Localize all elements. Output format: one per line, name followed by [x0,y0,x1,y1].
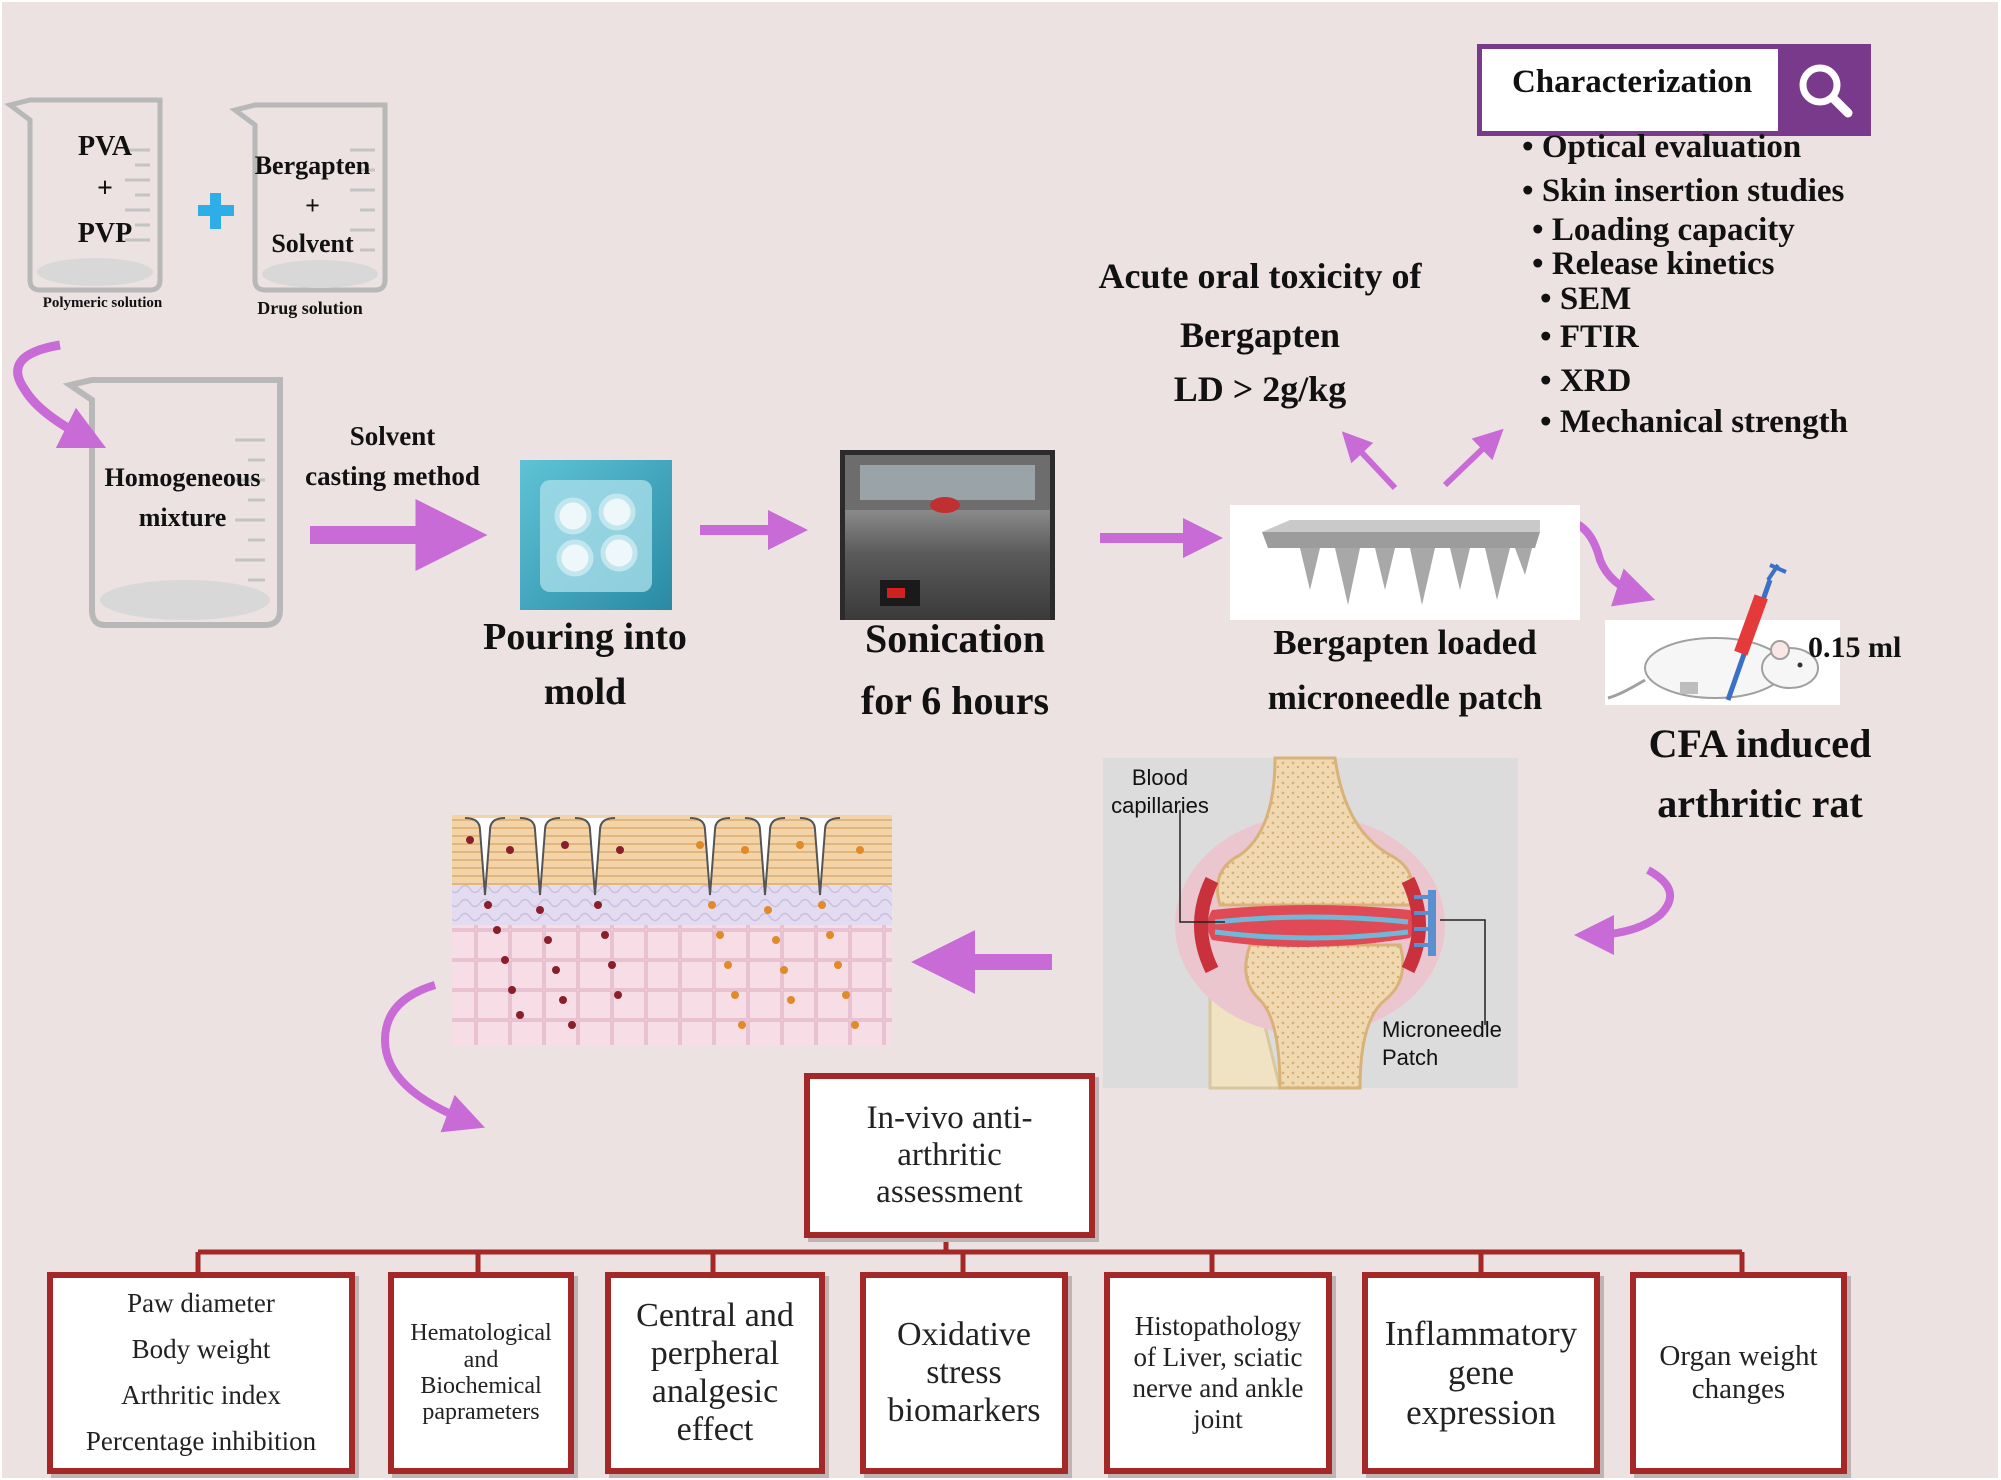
outcome-organ-2: changes [1691,1373,1786,1405]
char-item-3: • Loading capacity [1532,212,1795,248]
characterization-title: Characterization [1511,64,1753,100]
patch-line1: Bergapten loaded [1273,623,1537,662]
outcome-hema-2: and [463,1346,499,1373]
toxicity-line3: LD > 2g/kg [1173,369,1347,409]
outcome-oxidative-1: Oxidative [896,1315,1032,1353]
char-item-2: • Skin insertion studies [1522,173,1845,209]
outcome-hema-box: Hematological and Biochemical paprameter… [388,1272,574,1474]
outcome-paw-1: Paw diameter [127,1288,275,1319]
polymer-line3: PVP [77,218,133,249]
outcome-gene-2: gene [1447,1353,1515,1393]
outcome-oxidative-box: Oxidative stress biomarkers [860,1272,1068,1474]
outcome-oxidative-2: stress [926,1353,1002,1391]
outcome-gene-box: Inflammatory gene expression [1362,1272,1600,1474]
sonicator-image [840,450,1055,620]
assessment-line2: arthritic [897,1137,1002,1174]
drug-caption: Drug solution [257,298,363,318]
arrow-toxicity [1341,431,1398,491]
outcome-histo-1: Histopathology [1134,1310,1302,1341]
curved-arrow-1 [13,340,107,449]
assessment-line3: assessment [876,1173,1023,1210]
rat-image [1605,563,1840,705]
assessment-box: In-vivo anti- arthritic assessment [804,1073,1095,1238]
outcome-paw-3: Arthritic index [121,1380,281,1410]
polymer-beaker-icon [4,97,163,293]
char-item-1: • Optical evaluation [1522,129,1802,165]
outcome-histo-2: of Liver, sciatic [1133,1341,1303,1372]
mn-line2: Patch [1382,1045,1439,1070]
outcome-hema-1: Hematological [410,1320,552,1347]
mn-line1: Microneedle [1382,1017,1502,1042]
outcome-analgesic-3: analgesic [651,1373,779,1410]
outcome-analgesic-1: Central and [636,1296,794,1334]
mold-image [520,460,672,610]
drug-line1: Bergapten [254,151,371,180]
outcome-gene-3: expression [1406,1392,1556,1432]
outcome-histo-4: joint [1193,1404,1243,1435]
polymer-line1: PVA [78,131,132,162]
char-item-8: • Mechanical strength [1540,404,1848,440]
rat-line2: arthritic rat [1657,781,1863,826]
outcome-organ-1: Organ weight [1659,1339,1818,1372]
characterization-box: Characterization [1477,44,1871,136]
outcome-histo-3: nerve and ankle [1132,1373,1304,1403]
plus-icon [198,193,234,229]
casting-line1: Solvent [349,421,436,451]
blood-line1: Blood [1131,765,1189,790]
pouring-line1: Pouring into [483,616,687,658]
casting-line2: casting method [305,461,480,491]
dose-label: 0.15 ml [1808,631,1902,664]
microneedle-patch-image [1230,505,1580,620]
rat-line1: CFA induced [1648,721,1872,766]
outcome-organ-box: Organ weight changes [1630,1272,1847,1474]
sonication-line1: Sonication [864,616,1046,661]
polymer-line2: + [97,173,113,204]
drug-beaker-icon [229,102,388,293]
toxicity-line2: Bergapten [1180,315,1340,355]
outcome-paw-4: Percentage inhibition [85,1425,317,1456]
mixture-line1: Homogeneous [104,463,261,492]
char-item-7: • XRD [1540,363,1632,399]
drug-line2: + [305,191,320,220]
assessment-line1: In-vivo anti- [866,1100,1033,1137]
toxicity-line1: Acute oral toxicity of [1098,256,1422,296]
search-icon [1778,49,1866,131]
mixture-line2: mixture [138,503,227,532]
pouring-line2: mold [543,671,627,713]
outcome-gene-1: Inflammatory [1384,1314,1578,1354]
curved-arrow-rat-joint [1574,866,1674,955]
outcome-oxidative-3: biomarkers [887,1392,1041,1430]
sonication-line2: for 6 hours [860,678,1050,723]
outcome-hema-3: Biochemical [420,1373,542,1399]
char-item-6: • FTIR [1540,319,1639,355]
mixture-beaker-icon [62,377,283,628]
outcome-paw-box: Paw diameter Body weight Arthritic index… [47,1272,355,1474]
polymer-caption: Polymeric solution [42,295,163,311]
outcome-analgesic-4: effect [676,1411,754,1449]
skin-diffusion-image [452,815,892,1045]
outcome-analgesic-2: perpheral [650,1334,780,1372]
drug-line3: Solvent [271,229,354,258]
knee-joint-image [1103,756,1518,1090]
outcome-paw-2: Body weight [131,1334,271,1365]
char-item-4: • Release kinetics [1532,246,1775,282]
outcome-histo-box: Histopathology of Liver, sciatic nerve a… [1104,1272,1332,1474]
curved-arrow-skin-assessment [380,981,485,1133]
tree-connectors [195,1235,1745,1272]
outcome-hema-4: paprameters [422,1399,540,1426]
blood-line2: capillaries [1111,793,1209,818]
arrow-characterization [1442,428,1504,488]
outcome-analgesic-box: Central and perpheral analgesic effect [605,1272,825,1474]
patch-line2: microneedle patch [1267,678,1543,717]
char-item-5: • SEM [1540,281,1632,317]
